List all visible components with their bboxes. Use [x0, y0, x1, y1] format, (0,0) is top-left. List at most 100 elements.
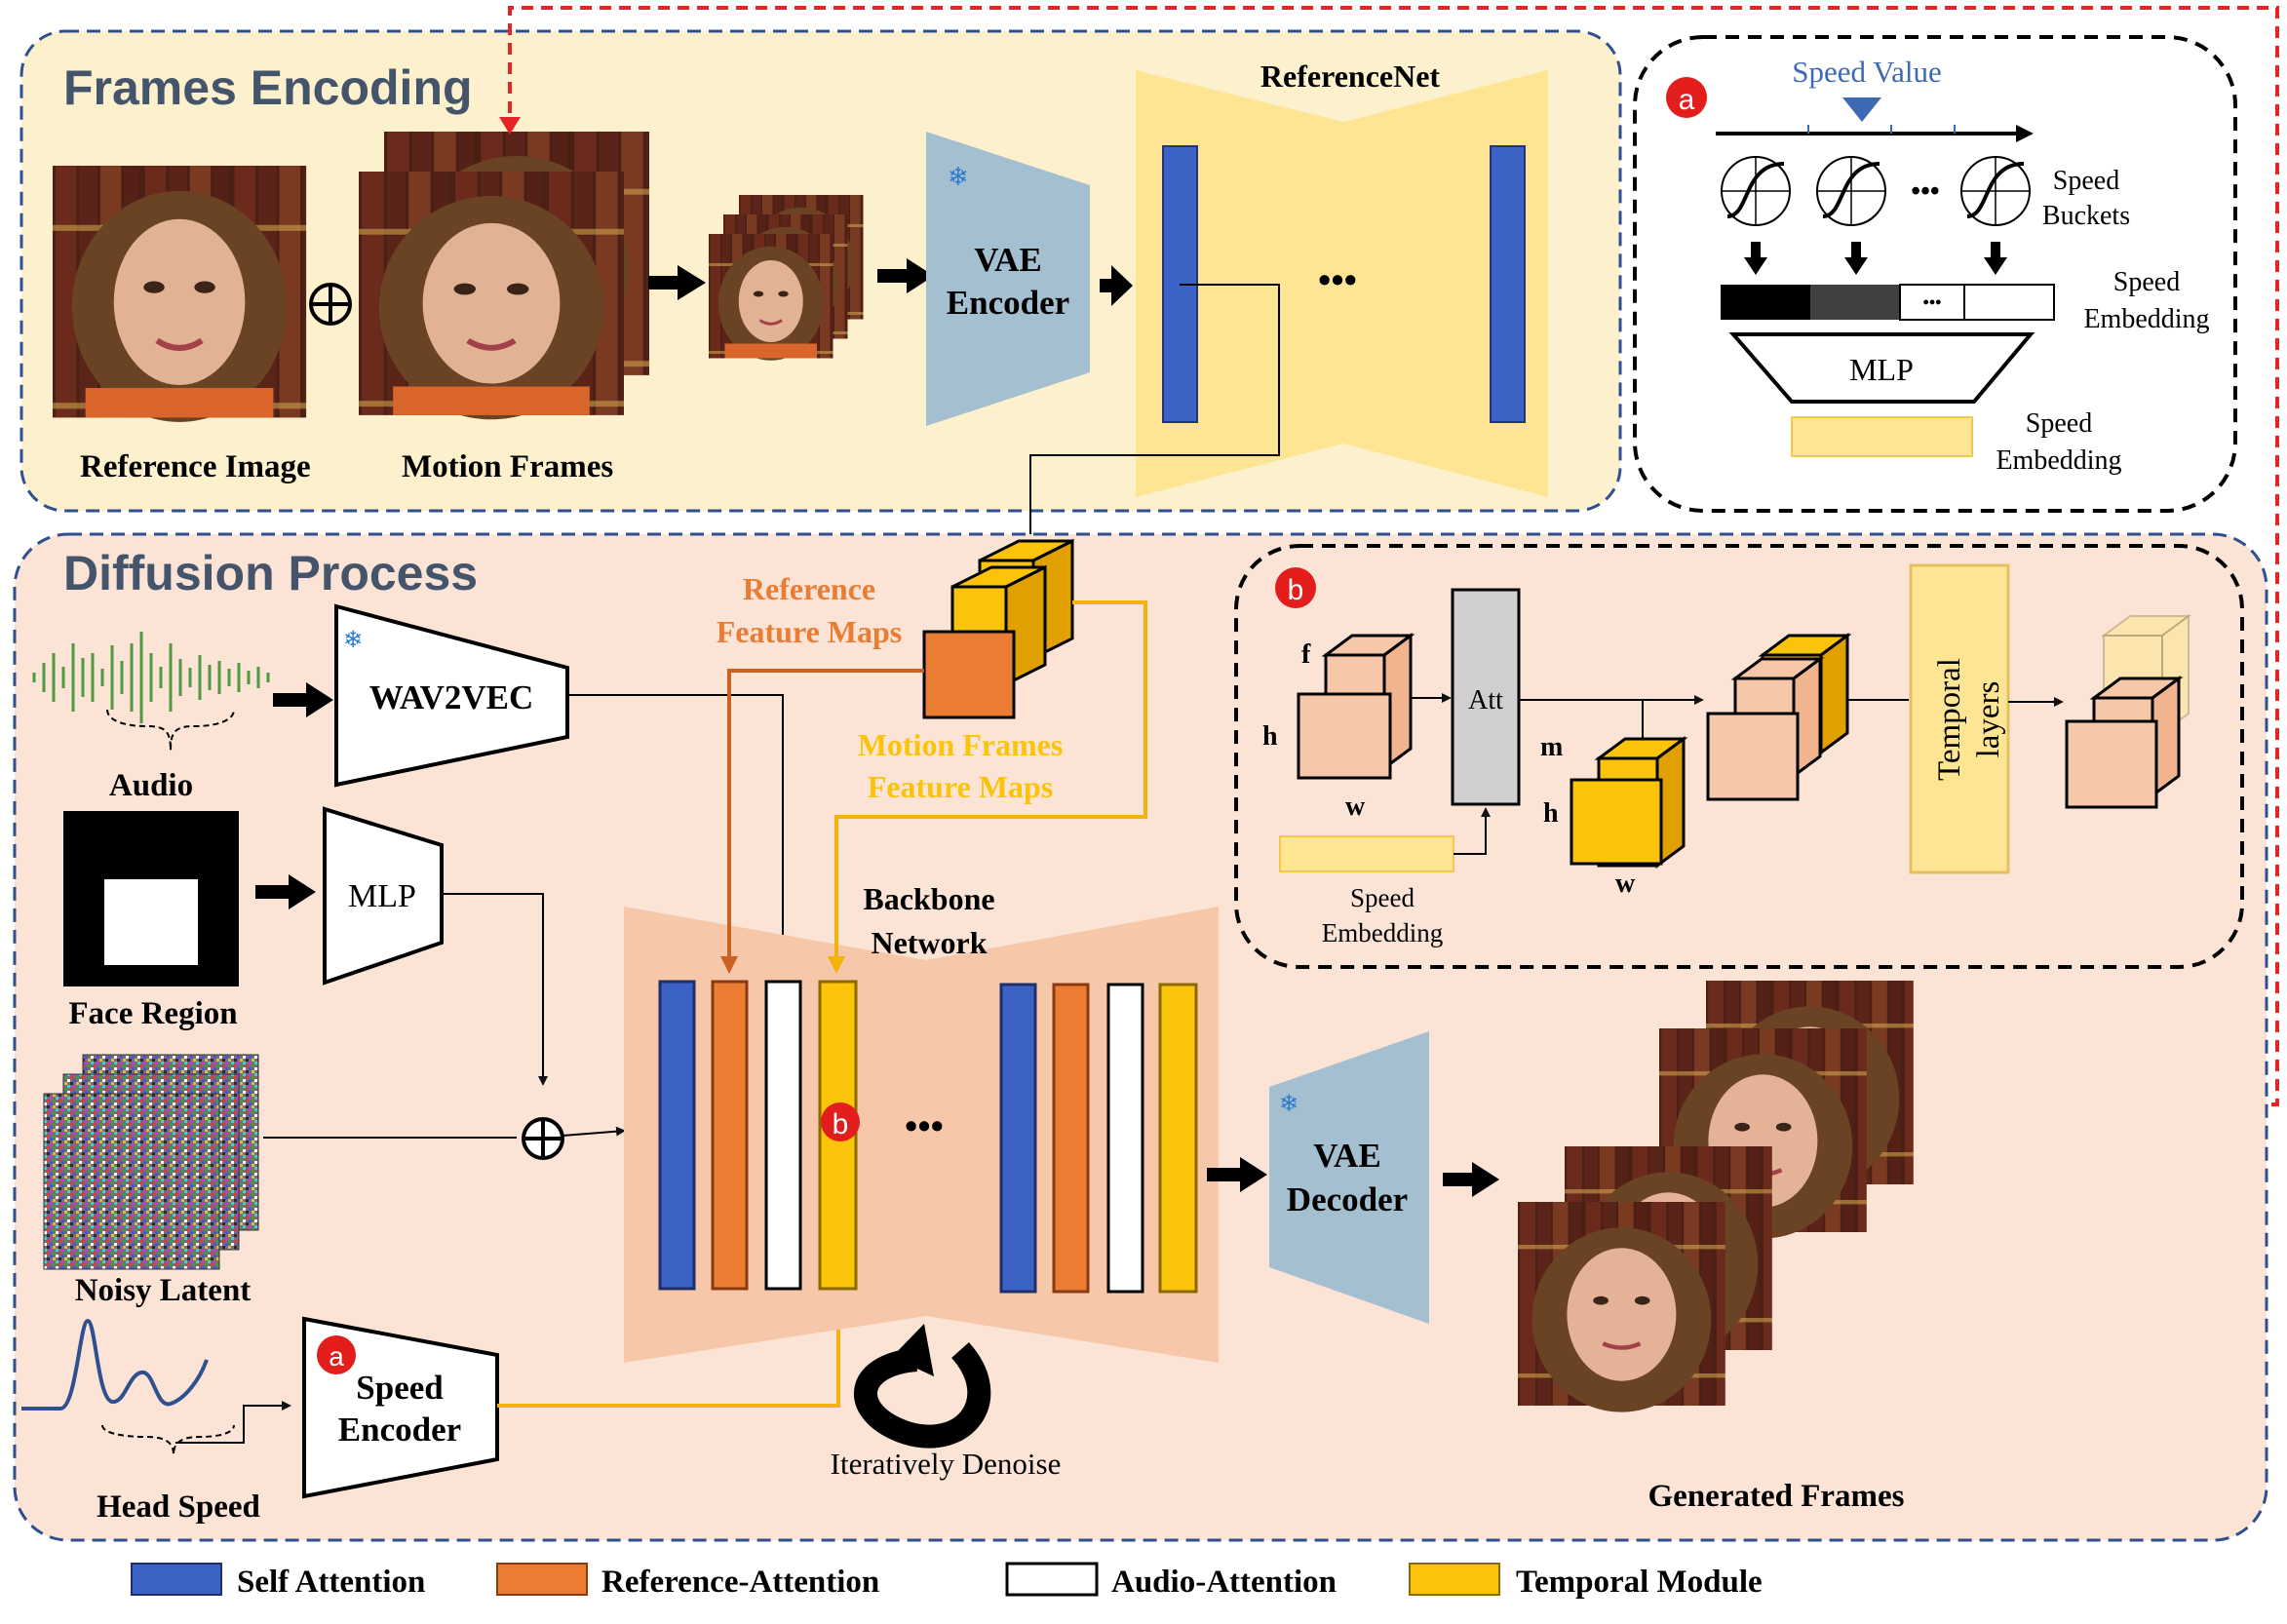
- face-region-mask: [63, 811, 239, 986]
- noisy-latent: [43, 1054, 259, 1270]
- concat-operator-icon: [309, 283, 352, 326]
- arrow-head: [499, 117, 521, 135]
- frames-encoding-title: Frames Encoding: [63, 60, 473, 115]
- badge-a-icon: [317, 1335, 356, 1374]
- wav2vec-encoder: ❄ WAV2VEC: [334, 603, 569, 788]
- svg-text:Decoder: Decoder: [1287, 1180, 1408, 1218]
- svg-text:Embedding: Embedding: [1322, 918, 1443, 947]
- svg-text:•••: •••: [1911, 176, 1939, 207]
- legend-swatch: [496, 1563, 588, 1596]
- reference-feature-maps-label-2: Feature Maps: [717, 614, 902, 649]
- svg-text:m: m: [1540, 732, 1563, 762]
- speed-value-label: Speed Value: [1792, 55, 1942, 89]
- svg-text:•••: •••: [1318, 260, 1357, 301]
- audio-connector: [567, 694, 792, 974]
- snowflake-icon: ❄: [948, 162, 969, 191]
- svg-text:VAE: VAE: [974, 241, 1041, 279]
- arrow-head: [306, 682, 333, 717]
- speed-bucket-icon: [1816, 156, 1886, 226]
- legend: Self Attention Reference-Attention Audio…: [131, 1562, 1763, 1600]
- backbone-label-2: Network: [871, 925, 987, 960]
- svg-text:Speed: Speed: [356, 1369, 444, 1407]
- backbone-label-1: Backbone: [863, 881, 994, 916]
- reference-feature-connector: [720, 669, 924, 974]
- svg-text:VAE: VAE: [1313, 1137, 1380, 1175]
- head-speed-label: Head Speed: [97, 1489, 260, 1525]
- svg-text:MLP: MLP: [348, 878, 416, 914]
- svg-text:b: b: [1288, 574, 1304, 606]
- audio-waveform: [32, 632, 270, 723]
- referencenet-connector: [1029, 284, 1280, 551]
- arrow-head: [1472, 1162, 1499, 1197]
- speed-encoder: a Speed Encoder: [302, 1316, 499, 1499]
- badge-b-icon: [1275, 567, 1316, 608]
- motion-feedback-connector: [508, 6, 2279, 1106]
- sum-connector: [562, 1126, 626, 1137]
- legend-swatch: [1005, 1562, 1099, 1597]
- head-speed-curve: [21, 1318, 209, 1411]
- motion-frames: [359, 132, 649, 419]
- referencenet-label: ReferenceNet: [1260, 58, 1441, 94]
- denoise-loop-icon: [854, 1324, 991, 1449]
- svg-text:•••: •••: [905, 1106, 944, 1147]
- arrow-head: [289, 874, 316, 909]
- svg-text:a: a: [329, 1341, 344, 1372]
- svg-text:Speed: Speed: [2026, 408, 2092, 439]
- diffusion-process-title: Diffusion Process: [63, 546, 478, 600]
- svg-text:Speed: Speed: [2113, 267, 2180, 297]
- face-region-label: Face Region: [68, 996, 237, 1031]
- svg-text:w: w: [1345, 792, 1366, 822]
- arrow-head: [1240, 1157, 1267, 1192]
- legend-item-reference-attention: Reference-Attention: [496, 1563, 879, 1600]
- svg-text:Encoder: Encoder: [947, 284, 1069, 322]
- svg-text:h: h: [1262, 721, 1278, 752]
- reference-feature-maps-label-1: Reference: [743, 571, 875, 606]
- legend-swatch: [1409, 1563, 1500, 1596]
- svg-text:MLP: MLP: [1849, 352, 1914, 387]
- reference-image-label: Reference Image: [80, 449, 311, 484]
- snowflake-icon: ❄: [1279, 1091, 1299, 1117]
- svg-text:WAV2VEC: WAV2VEC: [369, 678, 534, 716]
- snowflake-icon: ❄: [343, 627, 363, 653]
- vae-decoder: ❄ VAE Decoder: [1269, 1031, 1429, 1324]
- badge-b-icon: [821, 1102, 860, 1141]
- svg-text:Buckets: Buckets: [2042, 201, 2130, 231]
- motion-feature-maps-label-1: Motion Frames: [858, 727, 1064, 762]
- svg-text:w: w: [1615, 869, 1636, 899]
- svg-text:Self Attention: Self Attention: [237, 1565, 425, 1600]
- vae-encoder: ❄ VAE Encoder: [926, 132, 1090, 426]
- svg-text:Speed: Speed: [1350, 883, 1415, 912]
- svg-text:Embedding: Embedding: [1996, 445, 2121, 476]
- legend-swatch: [131, 1563, 222, 1596]
- svg-text:Audio-Attention: Audio-Attention: [1111, 1565, 1337, 1600]
- backbone-network: b ••• Backbone Network: [624, 881, 1219, 1363]
- svg-text:Reference-Attention: Reference-Attention: [601, 1565, 879, 1600]
- speed-encoder-detail-panel: a Speed Value ••• Speed Buckets: [1633, 35, 2237, 513]
- svg-text:f: f: [1301, 639, 1311, 670]
- svg-text:Speed: Speed: [2053, 166, 2119, 196]
- legend-item-temporal-module: Temporal Module: [1409, 1563, 1763, 1600]
- svg-text:Embedding: Embedding: [2083, 304, 2209, 334]
- reference-feature-maps: [922, 538, 1074, 719]
- svg-text:b: b: [833, 1108, 849, 1141]
- svg-text:a: a: [1679, 84, 1695, 116]
- speed-bucket-icon: [1721, 156, 1791, 226]
- audio-label: Audio: [109, 768, 193, 803]
- small-frames-stack: [707, 193, 865, 363]
- legend-item-audio-attention: Audio-Attention: [1005, 1562, 1337, 1600]
- svg-text:•••: •••: [1923, 292, 1942, 312]
- reference-image: [53, 166, 306, 422]
- svg-text:Encoder: Encoder: [338, 1411, 461, 1449]
- svg-text:Temporal: Temporal: [1932, 658, 1967, 781]
- temporal-module-detail-panel: b f h w Att Speed Embedding m h w: [1234, 544, 2244, 969]
- badge-a-icon: [1666, 77, 1707, 118]
- generated-frames-label: Generated Frames: [1648, 1479, 1905, 1514]
- motion-feature-maps-label-2: Feature Maps: [868, 769, 1053, 804]
- audio-brace: [106, 709, 235, 752]
- svg-text:Temporal Module: Temporal Module: [1516, 1565, 1763, 1600]
- speed-connector: [497, 1291, 847, 1408]
- motion-frames-label: Motion Frames: [402, 449, 613, 484]
- face-region-mlp: MLP: [323, 806, 444, 986]
- motion-feature-connector: [828, 600, 1147, 974]
